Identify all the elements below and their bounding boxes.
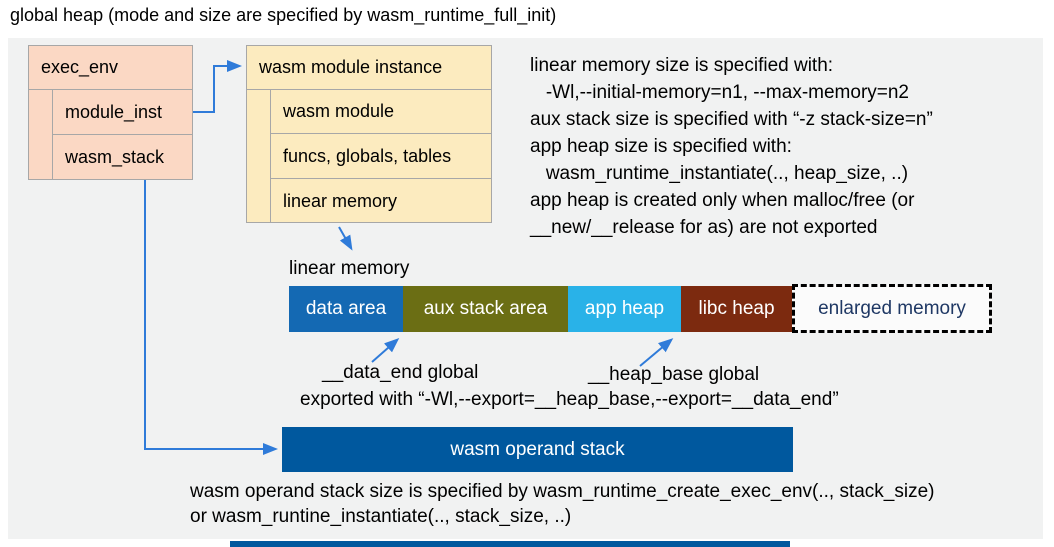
note-line: __new/__release for as) are not exported	[530, 217, 878, 238]
heap-base-global-label: __heap_base global	[588, 364, 760, 385]
aux-stack-area-segment: aux stack area	[403, 286, 568, 332]
linker-notes: linear memory size is specified with: -W…	[530, 52, 933, 241]
module-instance-indent-spacer	[247, 90, 271, 223]
module-instance-box: wasm module instance wasm module funcs, …	[246, 45, 492, 223]
note-line: linear memory size is specified with:	[530, 55, 834, 76]
operand-stack-note-1: wasm operand stack size is specified by …	[190, 481, 935, 502]
enlarged-memory-box: enlarged memory	[792, 284, 992, 333]
note-line: app heap size is specified with:	[530, 136, 792, 157]
libc-heap-segment: libc heap	[681, 286, 792, 332]
operand-stack-bar: wasm operand stack	[282, 427, 793, 472]
data-end-global-label: __data_end global	[322, 362, 479, 383]
exported-with-note: exported with “-Wl,--export=__heap_base,…	[300, 389, 839, 410]
exec-env-title: exec_env	[29, 46, 192, 90]
note-line: -Wl,--initial-memory=n1, --max-memory=n2	[530, 82, 909, 103]
exec-env-box: exec_env module_inst wasm_stack	[28, 45, 193, 180]
wasm-module-row: wasm module	[271, 90, 491, 134]
page-title: global heap (mode and size are specified…	[10, 5, 557, 25]
exec-env-indent-spacer	[29, 90, 53, 179]
clipped-bottom-bar	[230, 541, 790, 547]
note-line: app heap is created only when malloc/fre…	[530, 190, 915, 211]
linear-memory-label: linear memory	[289, 258, 410, 279]
data-area-segment: data area	[289, 286, 403, 332]
wasm-stack-row: wasm_stack	[65, 146, 165, 167]
module-instance-title: wasm module instance	[247, 46, 491, 90]
funcs-globals-tables-row: funcs, globals, tables	[271, 134, 491, 179]
app-heap-segment: app heap	[568, 286, 681, 332]
operand-stack-note-2: or wasm_runtine_instantiate(.., stack_si…	[190, 506, 572, 527]
note-line: aux stack size is specified with “-z sta…	[530, 109, 933, 130]
linear-memory-row: linear memory	[283, 190, 398, 211]
module-inst-row: module_inst	[53, 90, 192, 135]
note-line: wasm_runtime_instantiate(.., heap_size, …	[530, 163, 909, 184]
